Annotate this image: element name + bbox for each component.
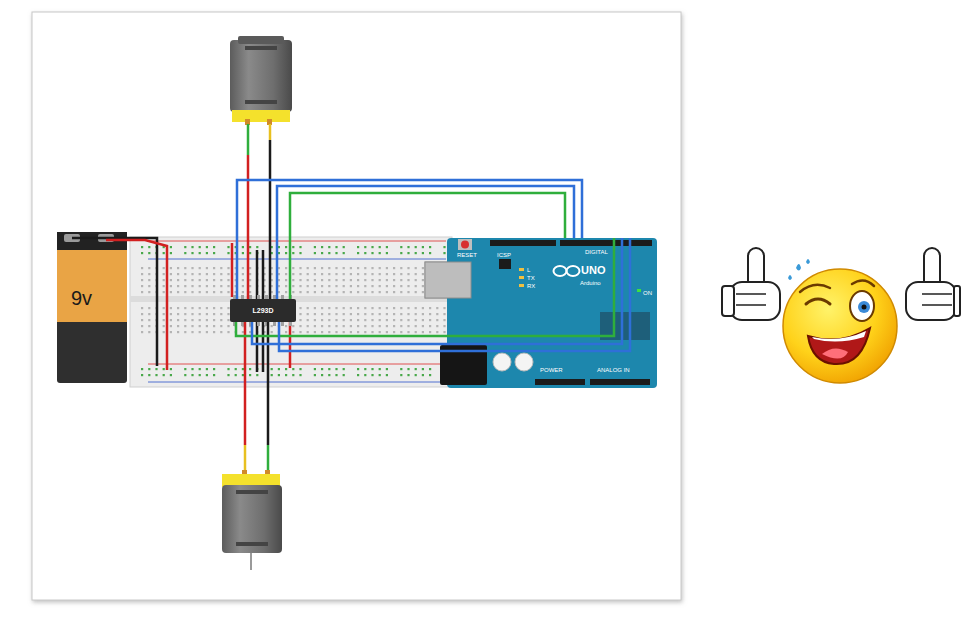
jumper-wire [252, 238, 622, 344]
l293d-chip: L293D [230, 299, 296, 322]
battery-9v [57, 232, 167, 383]
jumper-wire [290, 193, 565, 299]
picture-frame [32, 12, 681, 600]
board-brand: Arduino [580, 280, 601, 286]
jumper-wire [277, 186, 574, 299]
led-label: ON [643, 290, 652, 296]
battery-9v: 9v [57, 232, 127, 383]
thumbs-up-smiley [722, 248, 960, 383]
header-label: ANALOG IN [597, 367, 630, 373]
chip-name: L293D [252, 307, 273, 314]
header-label: DIGITAL [585, 249, 608, 255]
arduino-uno-board: RESET ICSP L TX RX UNO Arduino DIGITAL ON POWER AN… [447, 238, 657, 388]
jumper-wire [237, 180, 582, 299]
led-label: TX [527, 275, 535, 281]
led-label: RX [527, 283, 535, 289]
header-label: POWER [540, 367, 563, 373]
battery-voltage: 9v [71, 288, 92, 308]
dc-motor [222, 322, 282, 570]
jumper-wire [279, 238, 630, 351]
board-model: UNO [581, 265, 605, 276]
button-label: RESET [457, 252, 477, 258]
header-label: ICSP [497, 252, 511, 258]
dc-motor [230, 36, 292, 299]
led-label: L [527, 267, 530, 273]
